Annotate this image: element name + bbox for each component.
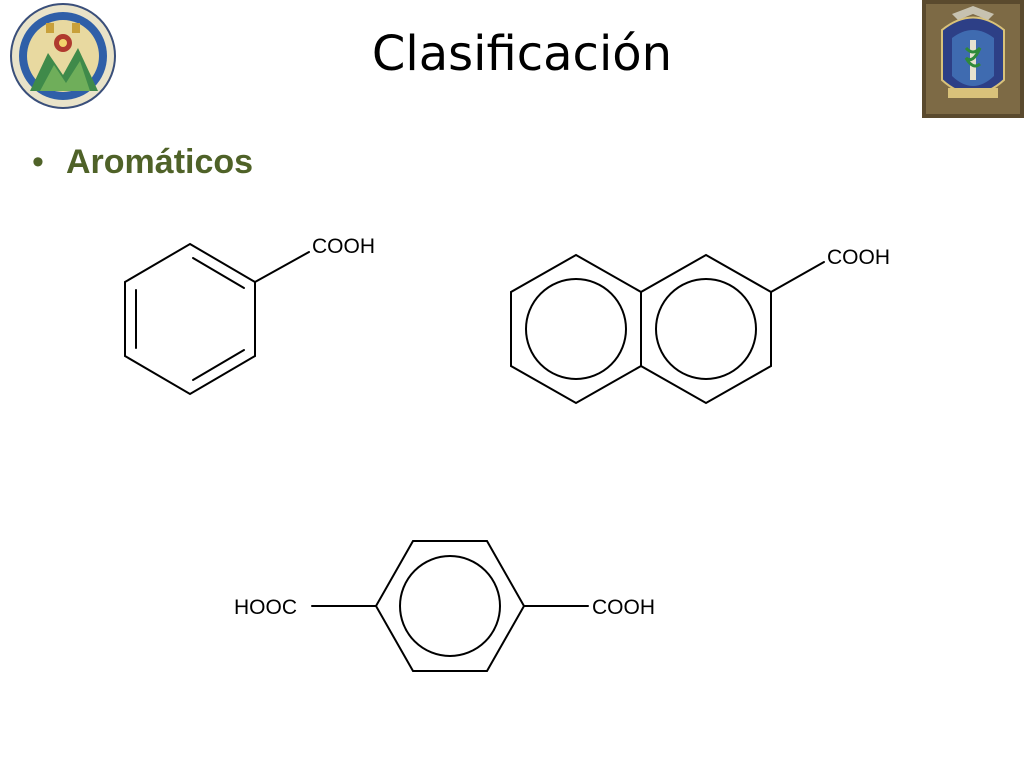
- aromatic-circle: [525, 278, 627, 380]
- slide-title: Clasificación: [371, 26, 673, 82]
- aromatic-circle: [655, 278, 757, 380]
- carboxyl-label-right: COOH: [592, 596, 655, 619]
- benzene-ring: [374, 540, 526, 672]
- double-bond: [192, 349, 245, 381]
- substituent-bond: [254, 251, 310, 283]
- carboxyl-label: COOH: [827, 246, 890, 269]
- bullet-text: Aromáticos: [66, 143, 254, 181]
- university-seal-icon: [10, 3, 116, 109]
- faculty-crest-icon: [922, 0, 1024, 118]
- substituent-bond: [770, 261, 825, 293]
- aromatic-circle: [399, 555, 501, 657]
- carboxyl-label-left: HOOC: [234, 596, 297, 619]
- double-bond: [192, 257, 245, 289]
- bullet-icon: •: [32, 143, 44, 181]
- bullet-item: • Aromáticos: [32, 140, 253, 184]
- carboxyl-label: COOH: [312, 235, 375, 258]
